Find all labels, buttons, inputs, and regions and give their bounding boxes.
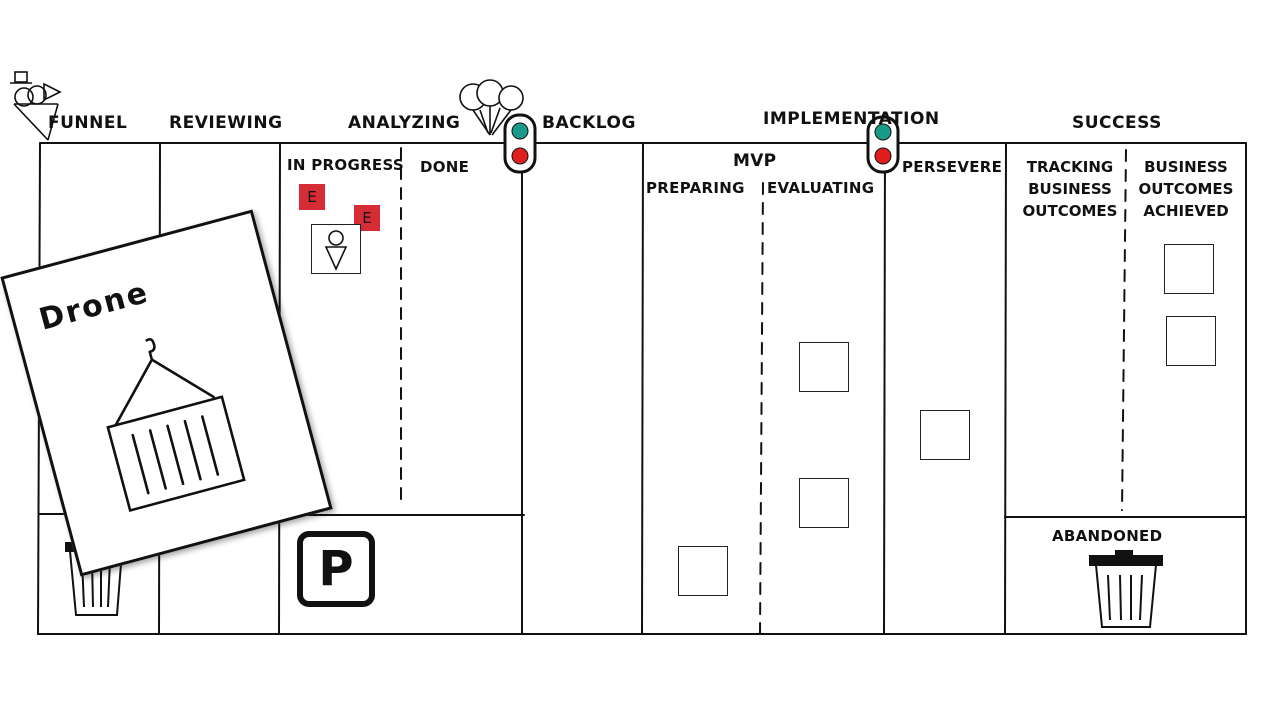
- shipping-container-icon: [106, 337, 246, 513]
- subheader-tracking-business-outcomes: Tracking Business Outcomes: [1022, 158, 1118, 220]
- balloons-icon: [459, 79, 524, 136]
- funnel-icon: [10, 71, 62, 141]
- work-item-card[interactable]: [1164, 244, 1214, 294]
- trash-can-icon: [1089, 550, 1163, 628]
- epic-owner-card[interactable]: [311, 224, 361, 274]
- work-item-card[interactable]: [799, 478, 849, 528]
- column-header-backlog: Backlog: [542, 113, 636, 133]
- traffic-light-icon: [866, 115, 900, 174]
- work-item-card[interactable]: [920, 410, 970, 460]
- person-icon: [324, 230, 348, 271]
- drone-card-title: Drone: [35, 274, 153, 338]
- subheader-persevere: Persevere: [902, 158, 1003, 176]
- subheader-evaluating: Evaluating: [767, 179, 875, 197]
- subheader-in-progress: In Progress: [287, 156, 404, 174]
- work-item-card[interactable]: [799, 342, 849, 392]
- parking-badge: P: [297, 531, 375, 607]
- epic-card[interactable]: E: [299, 184, 325, 210]
- column-header-implementation: Implementation: [763, 109, 940, 129]
- drone-card[interactable]: Drone: [0, 209, 333, 577]
- column-header-reviewing: Reviewing: [169, 113, 283, 133]
- subheader-business-outcomes-achieved: Business Outcomes Achieved: [1138, 158, 1234, 220]
- column-header-funnel: Funnel: [48, 113, 128, 133]
- subheader-preparing: Preparing: [646, 179, 745, 197]
- subheader-mvp: MVP: [733, 151, 777, 171]
- column-header-success: Success: [1072, 113, 1162, 133]
- work-item-card[interactable]: [1166, 316, 1216, 366]
- work-item-card[interactable]: [678, 546, 728, 596]
- column-header-analyzing: Analyzing: [348, 113, 461, 133]
- traffic-light-icon: [503, 113, 537, 174]
- lane-label-abandoned: Abandoned: [1052, 527, 1163, 545]
- subheader-done: Done: [420, 158, 470, 176]
